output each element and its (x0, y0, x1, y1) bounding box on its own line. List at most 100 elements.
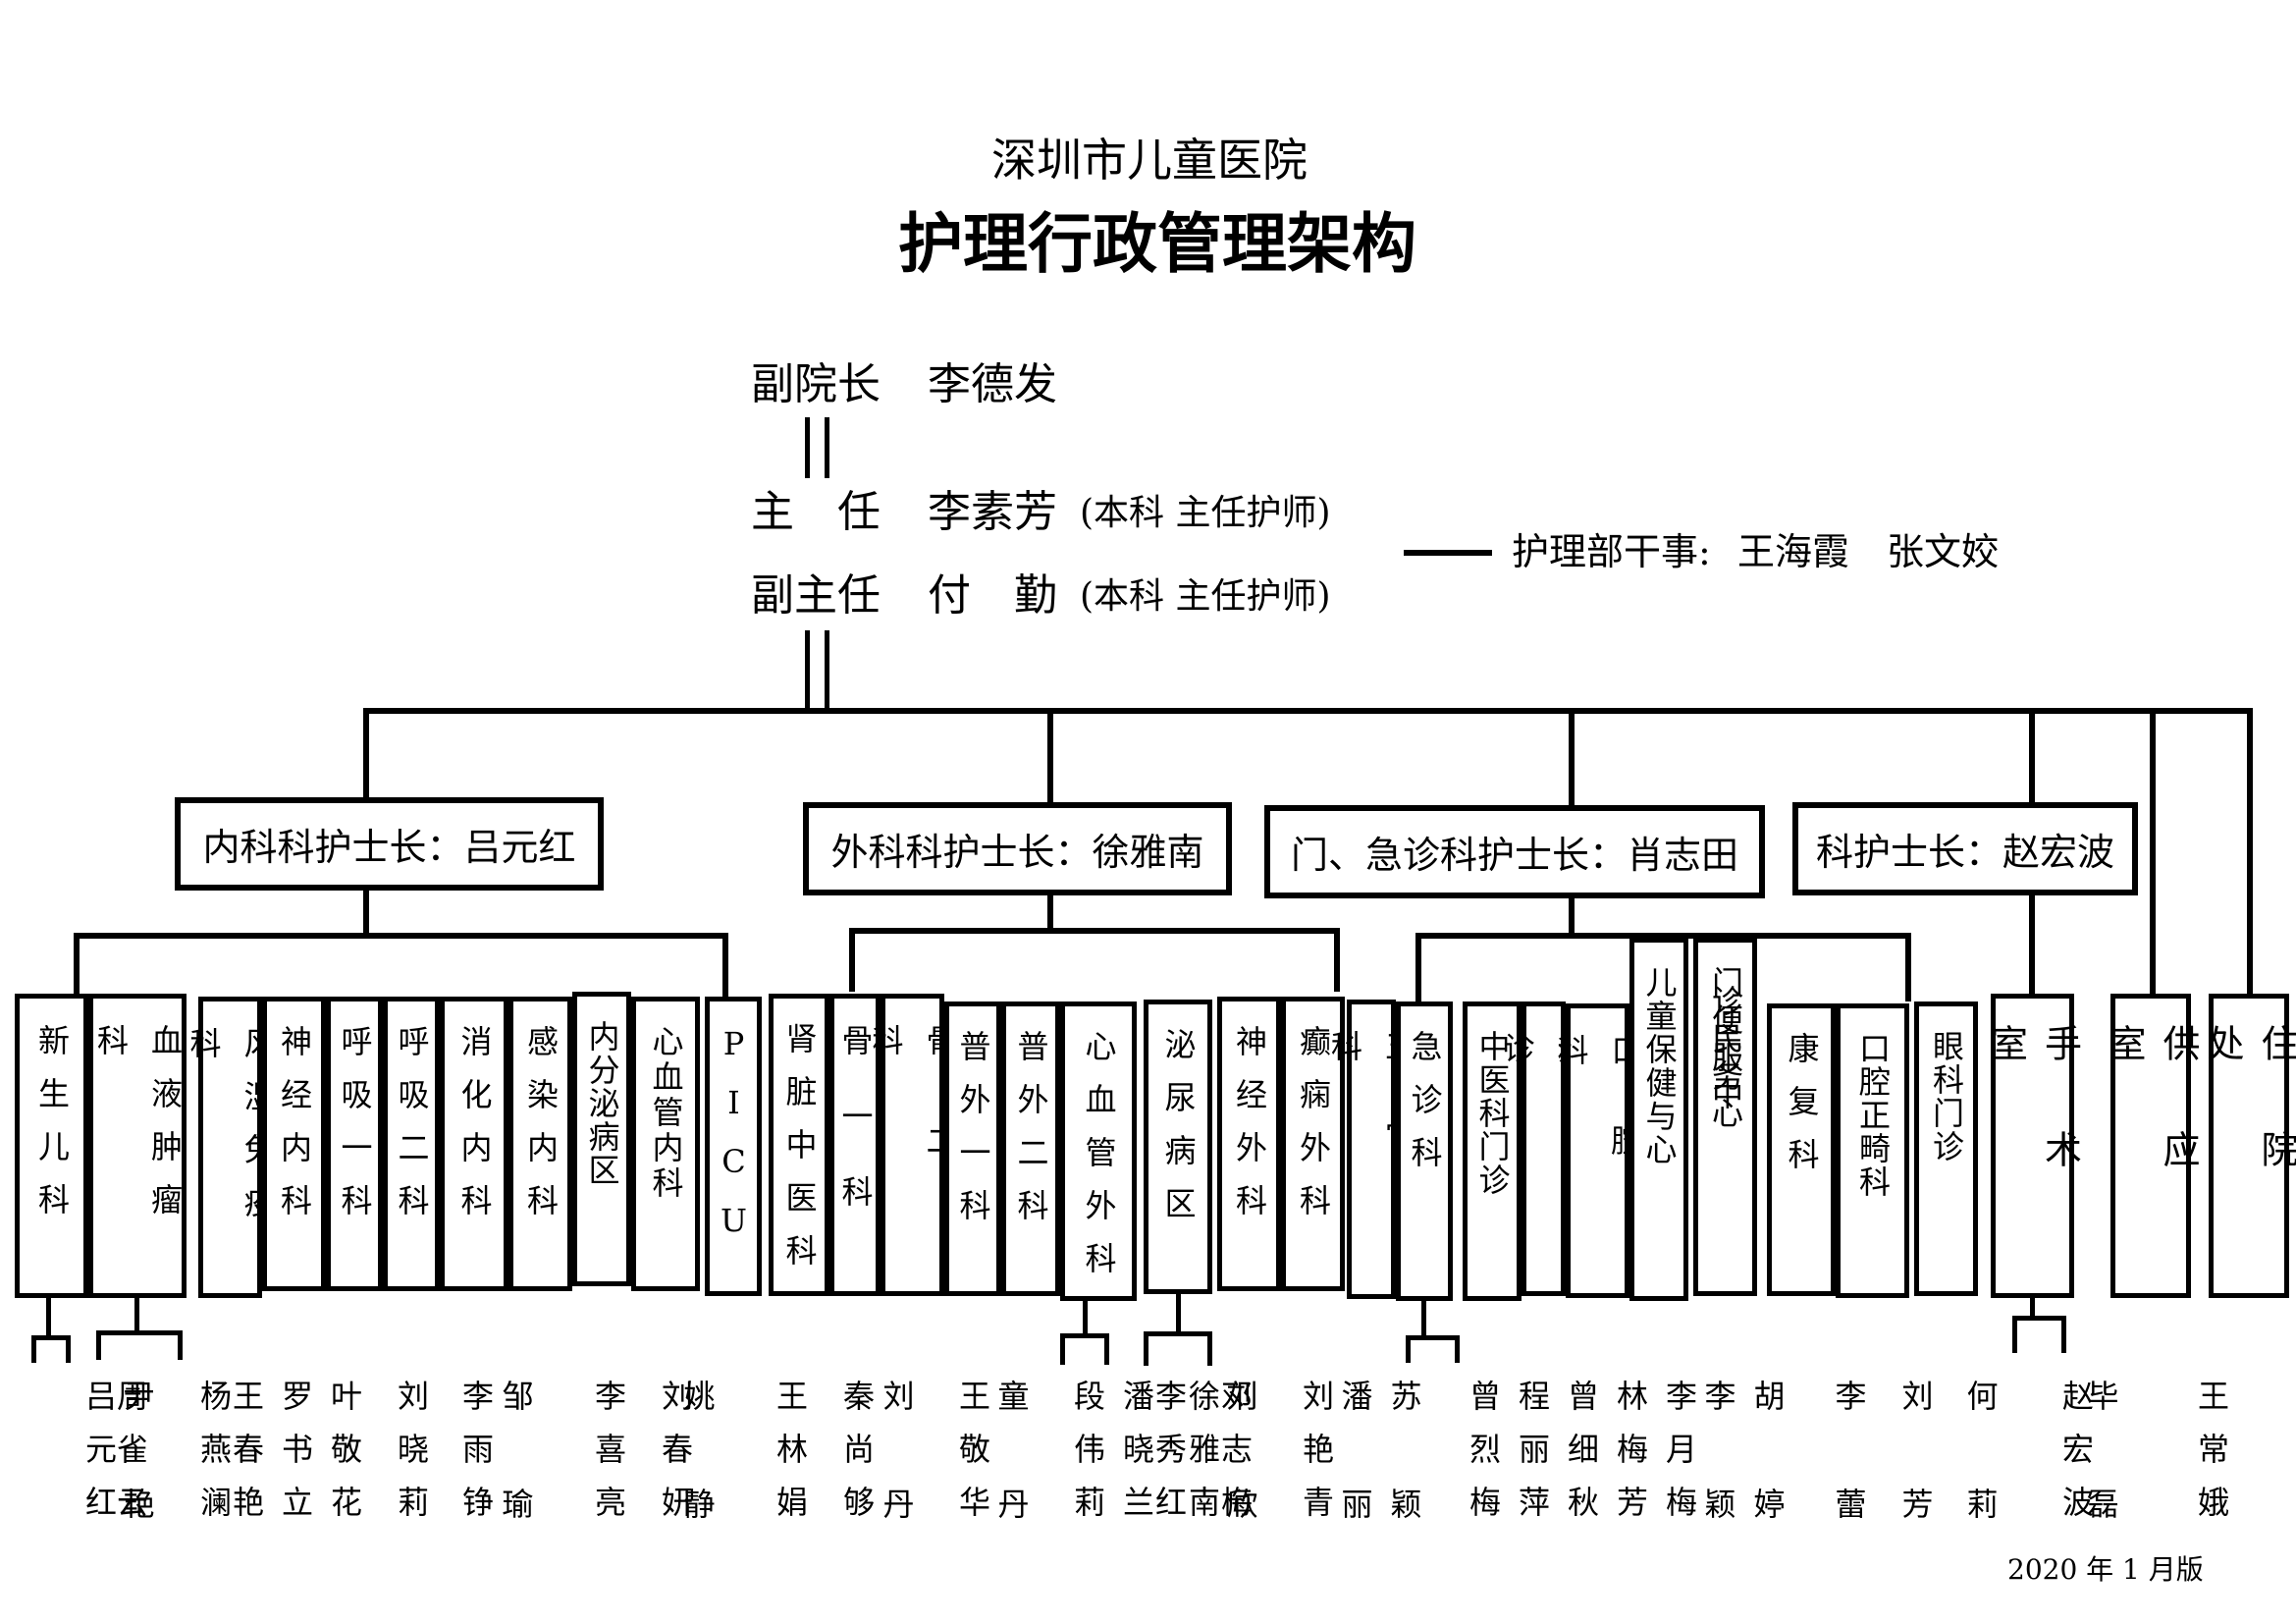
head-box-outpatient: 门、急诊科护士长：肖志田 (1264, 805, 1765, 898)
connector (363, 891, 369, 935)
dept-box: 中医科门诊 (1463, 1001, 1522, 1301)
nurse-name: 吕元红 (18, 1380, 180, 1539)
dept-box: 骨一科 (829, 994, 881, 1296)
nurse-text: 刘红艳 (2291, 1380, 2296, 1539)
dept-box: PICU (705, 997, 762, 1296)
bracket (31, 1335, 71, 1363)
hospital-name: 深圳市儿童医院 (991, 134, 1308, 187)
nurse-name: 李颖 (1664, 1380, 1772, 1596)
nurse-name: 李月梅 (1598, 1380, 1760, 1539)
nurse-text: 刘艳青 (1298, 1380, 1335, 1539)
dept-box: 供应室 (2103, 994, 2200, 1298)
nurse-name: 刘春妍 (594, 1380, 756, 1539)
dept-box: 普外二科 (1001, 1001, 1060, 1296)
nurse-name: 刘晓莉 (330, 1380, 492, 1539)
dept-box: 康复科 (1767, 1003, 1836, 1296)
connector (722, 933, 728, 997)
nurse-name: 李雨铮 (395, 1380, 557, 1539)
nurse-text: 李颖 (1699, 1380, 1737, 1596)
nurse-name: 王林娟 (709, 1380, 871, 1539)
dept-box: 感染内科 (508, 997, 572, 1291)
bracket (96, 1330, 183, 1360)
nurse-text: 李月梅 (1661, 1380, 1698, 1539)
sub-bus-internal (74, 933, 728, 939)
connector (2029, 895, 2035, 994)
nurse-text: 刘春妍 (657, 1380, 694, 1539)
nurse-text: 林梅芳 (1612, 1380, 1649, 1539)
head-label: 门、急诊科护士长：肖志田 (1290, 834, 1738, 877)
connector (1047, 708, 1053, 803)
connector (849, 928, 855, 992)
dept-box: 心血管外科 (1060, 1001, 1137, 1301)
dept-label: 内分泌病区 (583, 1020, 621, 1187)
connector (805, 630, 810, 711)
nurse-name: 程丽萍 (1451, 1380, 1613, 1539)
nurse-name: 周雀云 (49, 1380, 211, 1539)
nurse-text: 童丹 (992, 1380, 1031, 1596)
dept-label: 口腔正畸科 (1854, 1032, 1892, 1199)
nurse-name: 叶敬花 (263, 1380, 425, 1539)
nurse-name: 李蕾 (1794, 1380, 1902, 1596)
head-box-internal: 内科科护士长：吕元红 (175, 797, 604, 891)
nurse-name: 童丹 (957, 1380, 1065, 1596)
nurse-text: 邹瑜 (497, 1380, 535, 1596)
director-note: (本科 主任护师) (1080, 493, 1331, 533)
nurse-text: 罗书立 (277, 1380, 314, 1539)
head-label: 内科科护士长：吕元红 (202, 826, 576, 869)
nurse-text: 何莉 (1961, 1380, 2000, 1596)
nurse-text: 曾细秋 (1563, 1380, 1600, 1539)
dept-box: 手术室 (1985, 994, 2082, 1298)
dept-label: 门诊便民服务中心 (1707, 966, 1744, 1115)
bracket (1406, 1335, 1460, 1363)
nurse-text: 秦尚够 (838, 1380, 876, 1539)
dept-label: 神经外科 (1231, 1025, 1268, 1237)
dept-box: 儿童保健与心 (1629, 938, 1688, 1301)
nurse-name: 何莉 (1926, 1380, 2034, 1596)
nurse-name: 姚静 (643, 1380, 751, 1596)
nurse-text: 吕元红 (80, 1380, 118, 1539)
nurse-name: 邓志梅 (1153, 1380, 1315, 1539)
connector (1415, 933, 1421, 1001)
page-title: 护理行政管理架构 (898, 205, 1416, 282)
nurse-text: 刘欣 (1221, 1380, 1259, 1596)
staff-label: 护理部干事: (1512, 530, 1711, 573)
nurse-name: 杨燕澜 (133, 1380, 294, 1539)
dept-label: 普外二科 (1012, 1030, 1050, 1242)
dept-box: 新生儿科 (15, 994, 88, 1298)
connector (1569, 708, 1575, 805)
head-box-surgical-services: 科护士长：赵宏波 (1792, 802, 2138, 895)
dept-box: 口腔正畸科 (1836, 1003, 1909, 1298)
dept-label: 康复科 (1783, 1032, 1821, 1191)
dept-label: 肾脏中医科 (780, 1022, 819, 1287)
dept-box: 口腔科 (1553, 1003, 1644, 1298)
head-label: 科护士长：赵宏波 (1815, 831, 2114, 874)
staff-connector (1404, 550, 1492, 556)
nurse-text: 潘晓兰 (1118, 1380, 1155, 1539)
nurse-text: 毕磊 (2082, 1380, 2120, 1596)
dept-label: 中医科门诊 (1473, 1030, 1512, 1197)
nurse-name: 秦尚够 (775, 1380, 937, 1539)
nurse-name: 李秀红 (1088, 1380, 1250, 1539)
sub-bus-surgery (849, 928, 1340, 934)
dept-label: 心血管外科 (1080, 1030, 1118, 1295)
nurse-text: 王林娟 (772, 1380, 809, 1539)
dept-box: 神经内科 (262, 997, 326, 1291)
nurse-name: 徐雅南 (1121, 1380, 1283, 1539)
nurse-text: 刘晓莉 (393, 1380, 430, 1539)
director-name: 李素芳 (928, 487, 1057, 537)
edition-label: 2020 年 1 月版 (2007, 1553, 2204, 1586)
nurse-text: 赵宏波 (2057, 1380, 2095, 1539)
nurse-text: 曾烈梅 (1465, 1380, 1502, 1539)
head-box-surgery: 外科科护士长：徐雅南 (803, 802, 1232, 895)
nurse-name: 刘丹 (842, 1380, 950, 1596)
nurse-text: 李蕾 (1830, 1380, 1868, 1596)
bracket (2012, 1316, 2066, 1353)
connector (1083, 1301, 1088, 1335)
nurse-text: 潘丽 (1336, 1380, 1374, 1596)
nurse-text: 段伟莉 (1069, 1380, 1106, 1539)
main-bus (363, 708, 2253, 714)
connector (805, 417, 810, 478)
connector (1421, 1301, 1426, 1335)
connector (1047, 895, 1053, 933)
nurse-name: 潘晓兰 (1055, 1380, 1217, 1539)
